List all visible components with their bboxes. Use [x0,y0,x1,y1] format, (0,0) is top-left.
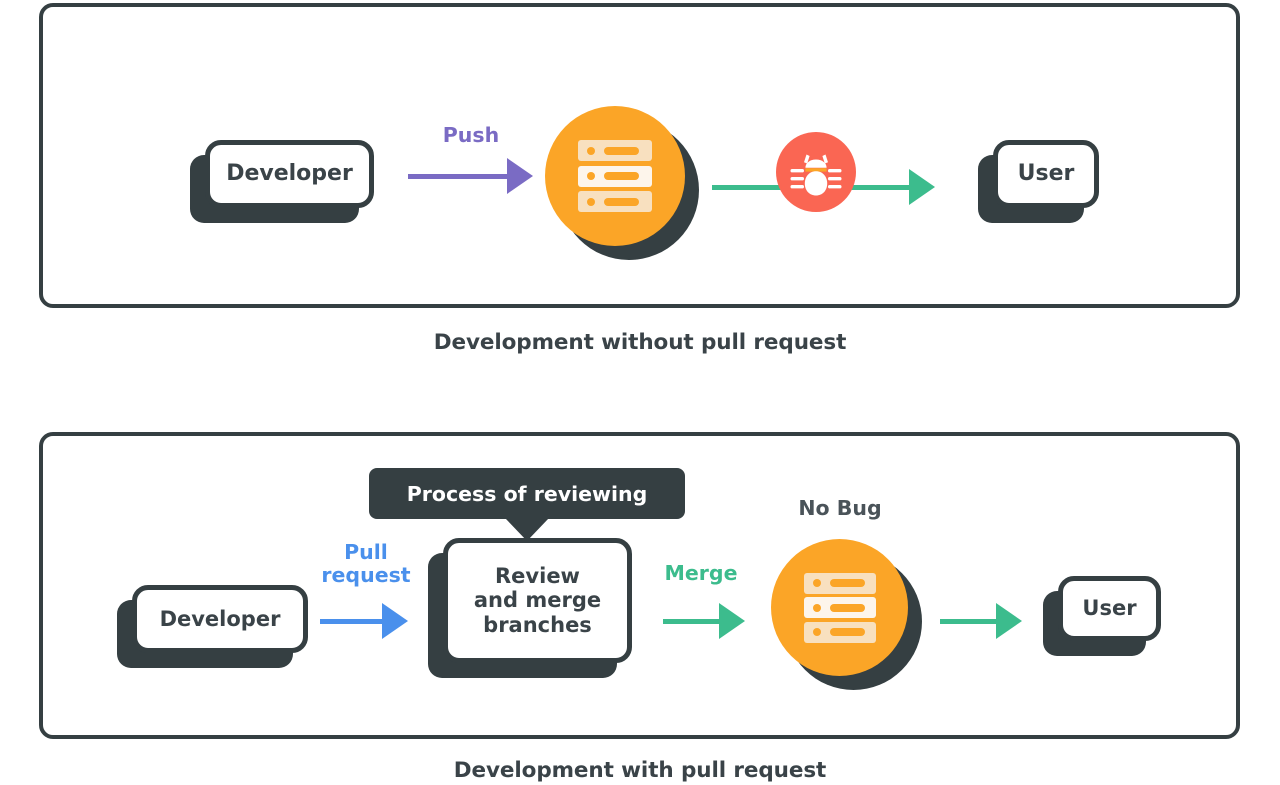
server-rack-dot [812,579,821,587]
user-node-bottom[interactable]: User [1043,576,1161,656]
server-rack-row [803,597,876,618]
arrow-head [507,158,533,194]
deliver-arrow-icon-bottom [940,603,1022,639]
server-rack-dot [587,172,595,180]
arrow-shaft [940,618,997,624]
pull-request-arrow-label: Pull request [312,541,420,586]
push-arrow-icon [408,158,533,194]
arrow-head [909,169,935,205]
process-of-reviewing-tooltip: Process of reviewing [369,468,685,519]
server-rack-dot [587,197,595,206]
review-label-line2: and merge [473,588,602,613]
server-rack-dot [587,146,595,155]
arrow-shaft [320,618,383,624]
user-label-top: User [993,140,1099,208]
user-node-top[interactable]: User [978,140,1099,223]
merge-arrow-label: Merge [664,561,738,585]
push-arrow-label: Push [442,123,500,147]
server-rack-row [578,165,652,187]
server-rack-bar [829,628,865,636]
server-rack-bar [829,579,865,587]
review-label-line1: Review [495,563,580,588]
tooltip-label: Process of reviewing [406,481,648,506]
server-rack-dot [812,603,821,612]
arrow-head [719,603,745,639]
pull-request-label-line2: request [321,562,411,587]
server-rack-dot [812,628,821,636]
server-rack-row [803,621,876,643]
server-rack [578,140,652,212]
developer-node-top[interactable]: Developer [190,140,374,223]
bug-icon [776,132,856,212]
arrow-shaft [663,618,720,624]
user-label-bottom: User [1058,576,1161,641]
no-bug-label: No Bug [798,496,882,520]
pull-request-label-line1: Pull [344,540,388,564]
server-rack-bar [604,146,639,155]
developer-label-bottom: Developer [132,585,308,653]
server-icon-top [545,106,699,260]
pull-request-arrow-icon [320,603,408,639]
server-rack-row [578,191,652,212]
review-label-line3: branches [483,612,592,637]
arrow-shaft [408,173,508,179]
caption-without-pull-request: Development without pull request [433,330,847,355]
server-rack [803,572,876,643]
server-rack-row [578,140,652,161]
review-and-merge-node[interactable]: Review and merge branches [428,538,632,678]
developer-node-bottom[interactable]: Developer [117,585,308,668]
arrow-head [382,603,408,639]
tooltip-pointer-icon [505,518,549,541]
server-rack-bar [604,197,639,206]
review-label: Review and merge branches [443,538,632,663]
caption-with-pull-request: Development with pull request [453,758,827,783]
server-rack-row [803,572,876,594]
server-icon-bottom [771,539,922,690]
arrow-head [996,603,1022,639]
developer-label-top: Developer [205,140,374,208]
server-rack-bar [604,172,639,180]
merge-arrow-icon [663,603,745,639]
server-rack-bar [829,603,865,612]
